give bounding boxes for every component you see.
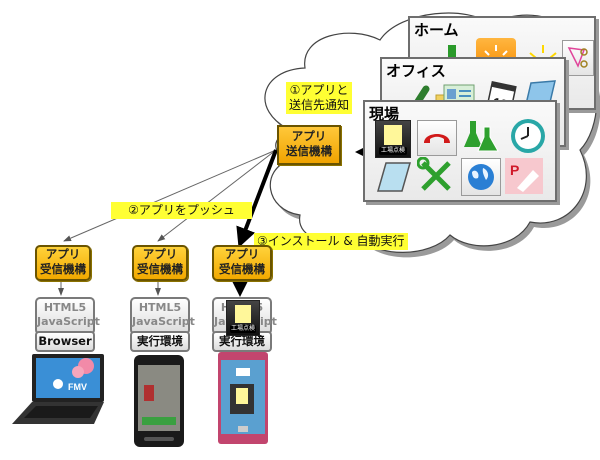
laptop-brand: FMV [68, 382, 87, 392]
smartphone-device [134, 355, 184, 447]
svg-text:P: P [510, 162, 519, 178]
runtime-box-phone: HTML5 JavaScript [130, 297, 195, 335]
tablet-icon[interactable] [373, 158, 415, 198]
laptop-device: FMV [12, 354, 104, 424]
platform-box-phone: 実行環境 [130, 331, 190, 352]
panel-field-title: 現場 [369, 105, 400, 123]
panel-office-title: オフィス [386, 62, 446, 80]
runtime-line1: HTML5 [43, 301, 87, 314]
sender-line1: アプリ [291, 129, 327, 143]
push-line-phone [157, 149, 277, 242]
clock-icon[interactable] [507, 116, 549, 156]
receiver-line2: 受信機構 [137, 262, 183, 276]
receiver-line1: アプリ [142, 247, 178, 261]
installed-app-icon[interactable]: 工場点検 [226, 300, 260, 336]
step2-label: ②アプリをプッシュ [111, 202, 252, 219]
receiver-box-pink-phone[interactable]: アプリ 受信機構 [212, 245, 272, 281]
installed-app-caption: 工場点検 [230, 325, 256, 333]
pink-smartphone-device [218, 352, 268, 444]
sender-line2: 送信機構 [286, 144, 332, 158]
runtime-line2: JavaScript [37, 315, 100, 328]
step3-label: ③インストール & 自動実行 [254, 233, 408, 250]
panel-home-title: ホーム [414, 21, 459, 39]
scissors-icon [562, 40, 594, 76]
globe-icon[interactable] [461, 158, 501, 196]
runtime-line2: JavaScript [132, 315, 195, 328]
receiver-line1: アプリ [224, 247, 260, 261]
receiver-line2: 受信機構 [40, 262, 86, 276]
install-arrow [236, 149, 278, 248]
receiver-line2: 受信機構 [219, 262, 265, 276]
memo-caption: 工場点検 [379, 147, 407, 155]
step1-line2: 送信先通知 [289, 98, 350, 112]
runtime-box-laptop: HTML5 JavaScript [35, 297, 100, 335]
step1-label: ①アプリと 送信先通知 [286, 82, 352, 114]
p-marker-icon[interactable]: P [505, 158, 543, 194]
runtime-line1: HTML5 [138, 301, 182, 314]
flask-icon[interactable] [461, 116, 503, 156]
panel-field: 現場 工場点検 P [363, 100, 557, 202]
phone-icon[interactable] [417, 120, 457, 156]
platform-box-pink-phone: 実行環境 [212, 331, 272, 352]
receiver-box-laptop[interactable]: アプリ 受信機構 [35, 245, 91, 281]
receiver-line1: アプリ [45, 247, 81, 261]
platform-box-laptop: Browser [35, 331, 95, 352]
step1-line1: ①アプリと [289, 83, 349, 97]
receiver-box-phone[interactable]: アプリ 受信機構 [132, 245, 188, 281]
push-line-laptop [63, 149, 277, 242]
app-sender-box[interactable]: アプリ 送信機構 [277, 125, 341, 165]
inspection-memo-icon[interactable]: 工場点検 [375, 120, 411, 158]
tools-icon[interactable] [415, 156, 457, 196]
